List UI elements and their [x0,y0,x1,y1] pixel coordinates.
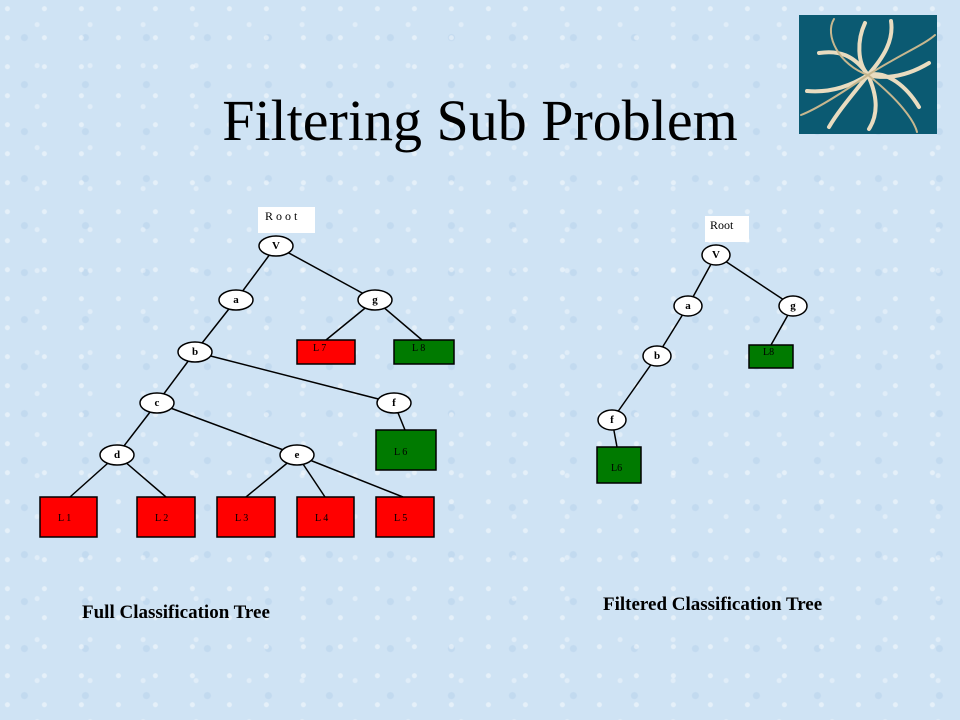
full-node-g-label: g [372,294,378,306]
full-root-label: R o o t [265,209,298,223]
full-leaf-l3-label: L 3 [235,513,248,524]
full-leaf-l5-label: L 5 [394,513,407,524]
filtered-node-g-label: g [790,300,796,312]
full-tree-caption: Full Classification Tree [82,602,270,623]
full-node-f-label: f [392,397,396,409]
filtered-node-f-label: f [610,414,614,426]
filtered-leaf-l8-label: L8 [763,347,774,358]
filtered-root-label: Root [710,218,734,232]
full-node-e [279,444,315,466]
full-node-a [218,289,254,311]
full-leaf-l6 [375,429,437,471]
filtered-node-f [597,409,627,431]
full-node-e-label: e [295,449,300,461]
full-leaf-l8 [393,339,455,365]
filtered-node-a [673,295,703,317]
full-node-b [177,341,213,363]
filtered-leaf-l8 [748,344,794,369]
filtered-node-v-label: V [712,249,720,261]
full-node-d-label: d [114,449,120,461]
filtered-node-v [701,244,731,266]
full-node-f [376,392,412,414]
full-node-d [99,444,135,466]
filtered-node-a-label: a [685,300,691,312]
full-node-v-label: V [272,240,280,252]
full-leaf-l2-label: L 2 [155,513,168,524]
full-leaf-l3 [216,496,276,538]
full-leaf-l4-label: L 4 [315,513,328,524]
full-leaf-l7 [296,339,356,365]
full-leaf-l5 [375,496,435,538]
full-leaf-l7-label: L 7 [313,343,326,354]
filtered-leaf-l6-label: L6 [611,463,622,474]
filtered-root-box [705,216,749,242]
full-leaf-l1-label: L 1 [58,513,71,524]
full-node-a-label: a [233,294,239,306]
full-node-g [357,289,393,311]
full-node-c-label: c [155,397,160,409]
filtered-tree-caption: Filtered Classification Tree [603,594,823,615]
full-node-v [258,235,294,257]
full-leaf-l8-label: L 8 [412,343,425,354]
slide-title: Filtering Sub Problem [222,88,738,153]
filtered-node-b-label: b [654,350,660,362]
full-node-b-label: b [192,346,198,358]
full-leaf-l2 [136,496,196,538]
filtered-node-b [642,345,672,367]
full-leaf-l1 [39,496,98,538]
full-root-box [258,207,315,233]
filtered-node-g [778,295,808,317]
full-node-c [139,392,175,414]
swirl-logo-icon [799,15,937,134]
full-leaf-l6-label: L 6 [394,447,407,458]
filtered-leaf-l6 [596,446,642,484]
full-leaf-l4 [296,496,355,538]
